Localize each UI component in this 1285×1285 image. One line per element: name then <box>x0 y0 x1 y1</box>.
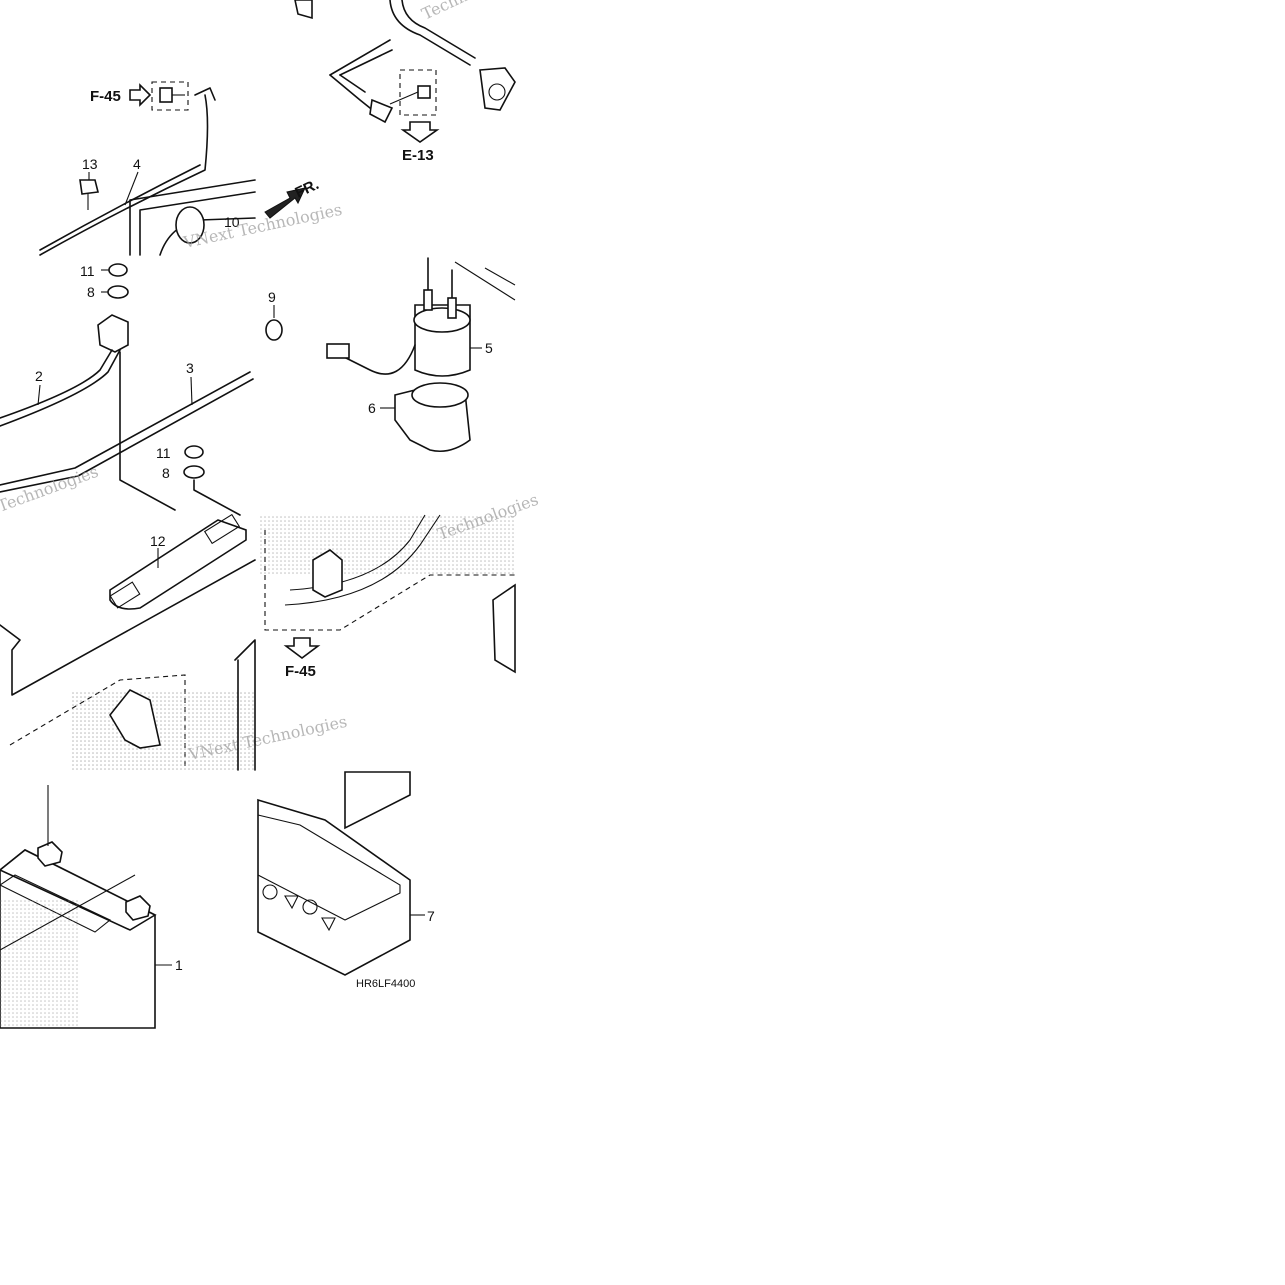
nut-9-icon <box>265 319 283 341</box>
callout-6: 6 <box>368 400 376 416</box>
callout-8b: 8 <box>162 465 170 481</box>
bolt-icon <box>159 87 185 103</box>
battery-box-edge-icon <box>492 583 516 674</box>
terminal-cover-icon <box>109 688 161 749</box>
callout-10: 10 <box>224 214 240 230</box>
terminal-icon <box>125 895 151 921</box>
washer-8-icon <box>107 285 129 299</box>
terminal-end-icon <box>369 98 394 124</box>
bolt-13-icon <box>79 179 99 210</box>
diagram-code: HR6LF4400 <box>356 978 415 990</box>
callout-1: 1 <box>175 957 183 973</box>
ref-e13: E-13 <box>402 147 434 164</box>
terminal-cover-icon <box>312 549 343 598</box>
ref-f45-top: F-45 <box>90 88 121 105</box>
callout-4: 4 <box>133 156 141 172</box>
callout-11a: 11 <box>80 263 95 279</box>
callout-11b: 11 <box>156 445 171 461</box>
watermark: Technologies <box>419 0 523 24</box>
arrow-down-icon <box>283 637 321 659</box>
callout-8a: 8 <box>87 284 95 300</box>
battery-band-icon <box>109 519 247 610</box>
callout-box <box>399 69 437 116</box>
tile-terminal-detail: F-45 Technologies <box>260 490 541 680</box>
nut-11-icon <box>108 263 128 277</box>
callout-box <box>151 81 189 111</box>
arrow-down-icon <box>400 121 440 143</box>
arrow-left-icon <box>129 83 152 107</box>
battery-box-icon <box>257 798 411 976</box>
tile-starter-relay: 5 6 <box>326 257 516 453</box>
connector-icon <box>326 343 350 359</box>
tile-battery-box: 7 HR6LF4400 <box>257 771 435 990</box>
tile-battery-band: 12 VNext Technologies <box>0 513 349 771</box>
watermark: VNext Technologies <box>181 200 344 252</box>
hose-clamp-icon <box>175 206 205 244</box>
tile-ground-cable: E-13 Technologies <box>294 0 523 164</box>
bolt-icon <box>417 85 431 99</box>
callout-12: 12 <box>150 533 166 549</box>
tile-battery-cables: VNext Technologies 11 8 2 3 9 11 8 Techn… <box>0 200 344 516</box>
tile-cable-assembly: F-45 13 4 10 FR. <box>39 81 322 256</box>
washer-8-icon <box>183 465 205 479</box>
callout-9: 9 <box>268 289 276 305</box>
callout-3: 3 <box>186 360 194 376</box>
front-arrow-icon <box>264 187 306 219</box>
terminal-icon <box>37 841 63 867</box>
ref-f45-mid: F-45 <box>285 663 316 680</box>
terminal-cover-icon <box>97 314 129 353</box>
terminal-icon <box>479 67 516 111</box>
ref-front: FR. <box>293 176 322 202</box>
bracket-icon <box>294 0 313 20</box>
callout-2: 2 <box>35 368 43 384</box>
callout-13: 13 <box>82 156 98 172</box>
nut-11-icon <box>184 445 204 459</box>
callout-7: 7 <box>427 908 435 924</box>
callout-5: 5 <box>485 340 493 356</box>
tile-battery: 1 <box>0 785 183 1029</box>
